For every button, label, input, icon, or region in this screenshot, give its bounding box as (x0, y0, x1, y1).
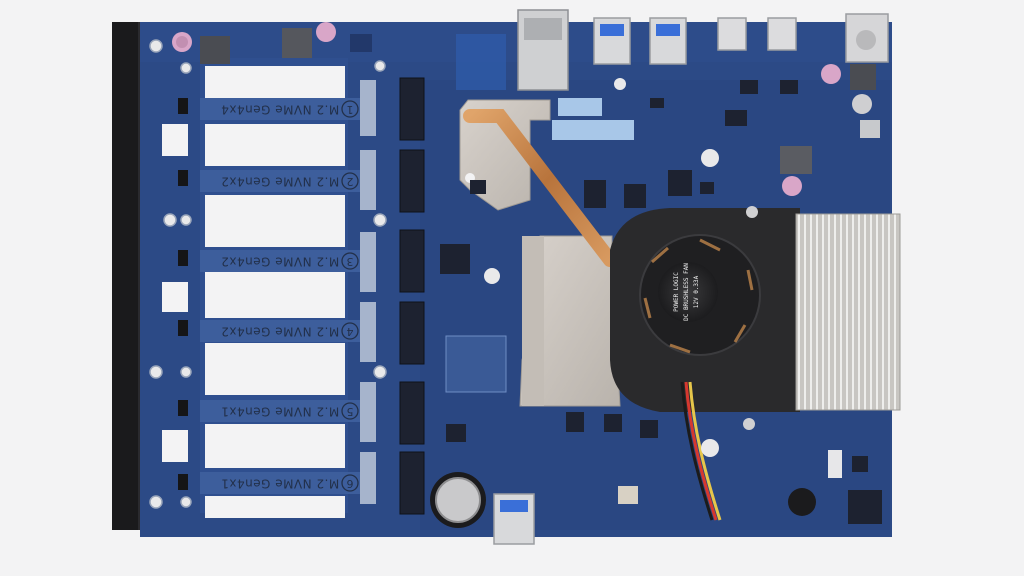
chip-2 (440, 244, 470, 274)
fan-model: DC BRUSHLESS FAN (683, 263, 690, 321)
slot-1-text: M.2 NVMe Gen4x4 (221, 103, 340, 117)
slot-numbers (341, 100, 359, 492)
slot-4-number: 4 (347, 325, 354, 338)
upper-right-components (650, 64, 880, 196)
fan-hub (658, 262, 718, 322)
fan-brand: POWER LOGIC (673, 272, 680, 312)
slot-6-num-text: 6 (347, 477, 354, 490)
slot-6-label: M.2 NVMe Gen4x1 (221, 477, 340, 491)
slot-1-num-text: 1 (347, 103, 354, 116)
fan-blades (643, 238, 754, 354)
slot-1-label: M.2 NVMe Gen4x4 (221, 103, 340, 117)
slot-5-num-text: 5 (347, 405, 354, 418)
slot-3-label: M.2 NVMe Gen4x2 (221, 255, 340, 269)
pcb-zone-top (140, 22, 892, 62)
heat-pipe-main (463, 109, 617, 267)
slot-2-text: M.2 NVMe Gen4x2 (221, 175, 340, 189)
slot-4-num-text: 4 (347, 325, 354, 338)
top-components (172, 22, 506, 90)
buzzer (788, 488, 816, 516)
slot-1-number: 1 (347, 103, 354, 116)
fan-label: POWER LOGIC DC BRUSHLESS FAN 12V 0.33A (673, 263, 700, 321)
slot-5-label: M.2 NVMe Gen4x1 (221, 405, 340, 419)
slot-4-label: M.2 NVMe Gen4x2 (221, 325, 340, 339)
io-ports-top (517, 9, 889, 91)
slot-6-number: 6 (347, 477, 354, 490)
slot-2-label: M.2 NVMe Gen4x2 (221, 175, 340, 189)
fin-heatsink (795, 213, 901, 411)
slot-3-number: 3 (347, 255, 354, 268)
slot-5-text: M.2 NVMe Gen4x1 (221, 405, 340, 419)
fan-cable (680, 381, 722, 521)
slot-5-number: 5 (347, 405, 354, 418)
slot-2-num-text: 2 (347, 175, 354, 188)
screw-standoffs-left (149, 39, 387, 509)
thermal-pad-2 (552, 120, 634, 140)
slot-6-text: M.2 NVMe Gen4x1 (221, 477, 340, 491)
m2-connectors (399, 77, 425, 515)
thermal-pad-1 (558, 98, 602, 116)
m2-latches (178, 98, 188, 490)
bottom-right-chip (848, 490, 882, 524)
m2-slot-frames (162, 58, 376, 518)
misc-ics (446, 170, 868, 472)
usbc-port-1 (717, 17, 747, 51)
slot-4-text: M.2 NVMe Gen4x2 (221, 325, 340, 339)
slot-3-text: M.2 NVMe Gen4x2 (221, 255, 340, 269)
chipset (445, 335, 507, 393)
slot-3-num-text: 3 (347, 255, 354, 268)
slot-2-number: 2 (347, 175, 354, 188)
usbc-port-2 (767, 17, 797, 51)
fan-rating: 12V 0.33A (693, 275, 700, 308)
